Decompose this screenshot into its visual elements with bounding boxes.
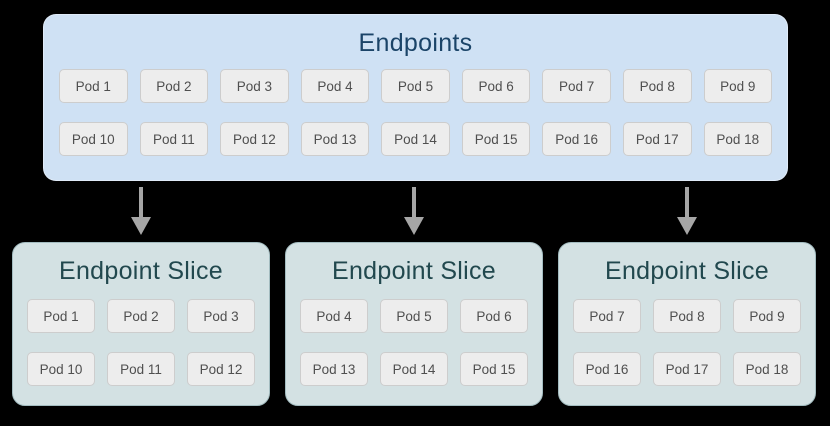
pod-box: Pod 12 bbox=[220, 122, 289, 156]
pod-box: Pod 11 bbox=[107, 352, 175, 386]
slice-2-pod-row-1: Pod 4 Pod 5 Pod 6 bbox=[300, 299, 528, 333]
pod-box: Pod 4 bbox=[300, 299, 368, 333]
pod-box: Pod 6 bbox=[461, 69, 531, 103]
slice-2-pod-row-2: Pod 13 Pod 14 Pod 15 bbox=[300, 352, 528, 386]
endpoint-slice-title: Endpoint Slice bbox=[604, 257, 770, 285]
arrow-head bbox=[677, 217, 697, 235]
pod-box: Pod 10 bbox=[27, 352, 95, 386]
arrow-stem bbox=[139, 187, 143, 217]
pod-box: Pod 14 bbox=[381, 122, 450, 156]
endpoints-title: Endpoints bbox=[358, 29, 473, 57]
arrow-head bbox=[404, 217, 424, 235]
pod-box: Pod 7 bbox=[542, 69, 611, 103]
pod-box: Pod 4 bbox=[300, 69, 370, 103]
pod-box: Pod 3 bbox=[220, 69, 289, 103]
pod-box: Pod 8 bbox=[622, 69, 692, 103]
pod-box: Pod 14 bbox=[380, 352, 448, 386]
pod-box: Pod 16 bbox=[542, 122, 611, 156]
pod-box: Pod 1 bbox=[59, 69, 128, 103]
pod-box: Pod 12 bbox=[187, 352, 255, 386]
pod-box: Pod 5 bbox=[380, 299, 448, 333]
pod-box: Pod 1 bbox=[27, 299, 95, 333]
pod-box: Pod 2 bbox=[107, 299, 175, 333]
pod-box: Pod 17 bbox=[653, 352, 721, 386]
pod-box: Pod 18 bbox=[703, 122, 773, 156]
pod-box: Pod 9 bbox=[733, 299, 801, 333]
pod-box: Pod 2 bbox=[139, 69, 209, 103]
down-arrow-icon bbox=[131, 187, 151, 235]
pod-box: Pod 7 bbox=[573, 299, 641, 333]
pod-box: Pod 15 bbox=[460, 352, 528, 386]
pod-box: Pod 11 bbox=[139, 122, 209, 156]
pod-box: Pod 18 bbox=[733, 352, 801, 386]
pod-box: Pod 15 bbox=[461, 122, 531, 156]
pod-box: Pod 3 bbox=[187, 299, 255, 333]
pod-box: Pod 6 bbox=[460, 299, 528, 333]
endpoint-slice-title: Endpoint Slice bbox=[58, 257, 224, 285]
slice-3-pod-row-1: Pod 7 Pod 8 Pod 9 bbox=[573, 299, 801, 333]
arrow-stem bbox=[412, 187, 416, 217]
pod-box: Pod 10 bbox=[59, 122, 128, 156]
endpoints-pod-row-1: Pod 1 Pod 2 Pod 3 Pod 4 Pod 5 Pod 6 Pod 7 Pod 8… bbox=[59, 69, 773, 103]
pod-box: Pod 5 bbox=[381, 69, 450, 103]
pod-box: Pod 13 bbox=[300, 352, 368, 386]
slice-1-pod-row-2: Pod 10 Pod 11 Pod 12 bbox=[27, 352, 255, 386]
slice-1-pod-row-1: Pod 1 Pod 2 Pod 3 bbox=[27, 299, 255, 333]
pod-box: Pod 16 bbox=[573, 352, 641, 386]
endpoints-box: Endpoints Pod 1 Pod 2 Pod 3 Pod 4 Pod 5 Pod 6… bbox=[43, 14, 788, 181]
arrow-head bbox=[131, 217, 151, 235]
endpoint-slice-title: Endpoint Slice bbox=[331, 257, 497, 285]
down-arrow-icon bbox=[677, 187, 697, 235]
slice-3-pod-row-2: Pod 16 Pod 17 Pod 18 bbox=[573, 352, 801, 386]
endpoints-pod-row-2: Pod 10 Pod 11 Pod 12 Pod 13 Pod 14 Pod 15 Pod … bbox=[59, 122, 773, 156]
pod-box: Pod 17 bbox=[622, 122, 692, 156]
down-arrow-icon bbox=[404, 187, 424, 235]
arrow-stem bbox=[685, 187, 689, 217]
pod-box: Pod 9 bbox=[703, 69, 773, 103]
pod-box: Pod 13 bbox=[300, 122, 370, 156]
pod-box: Pod 8 bbox=[653, 299, 721, 333]
